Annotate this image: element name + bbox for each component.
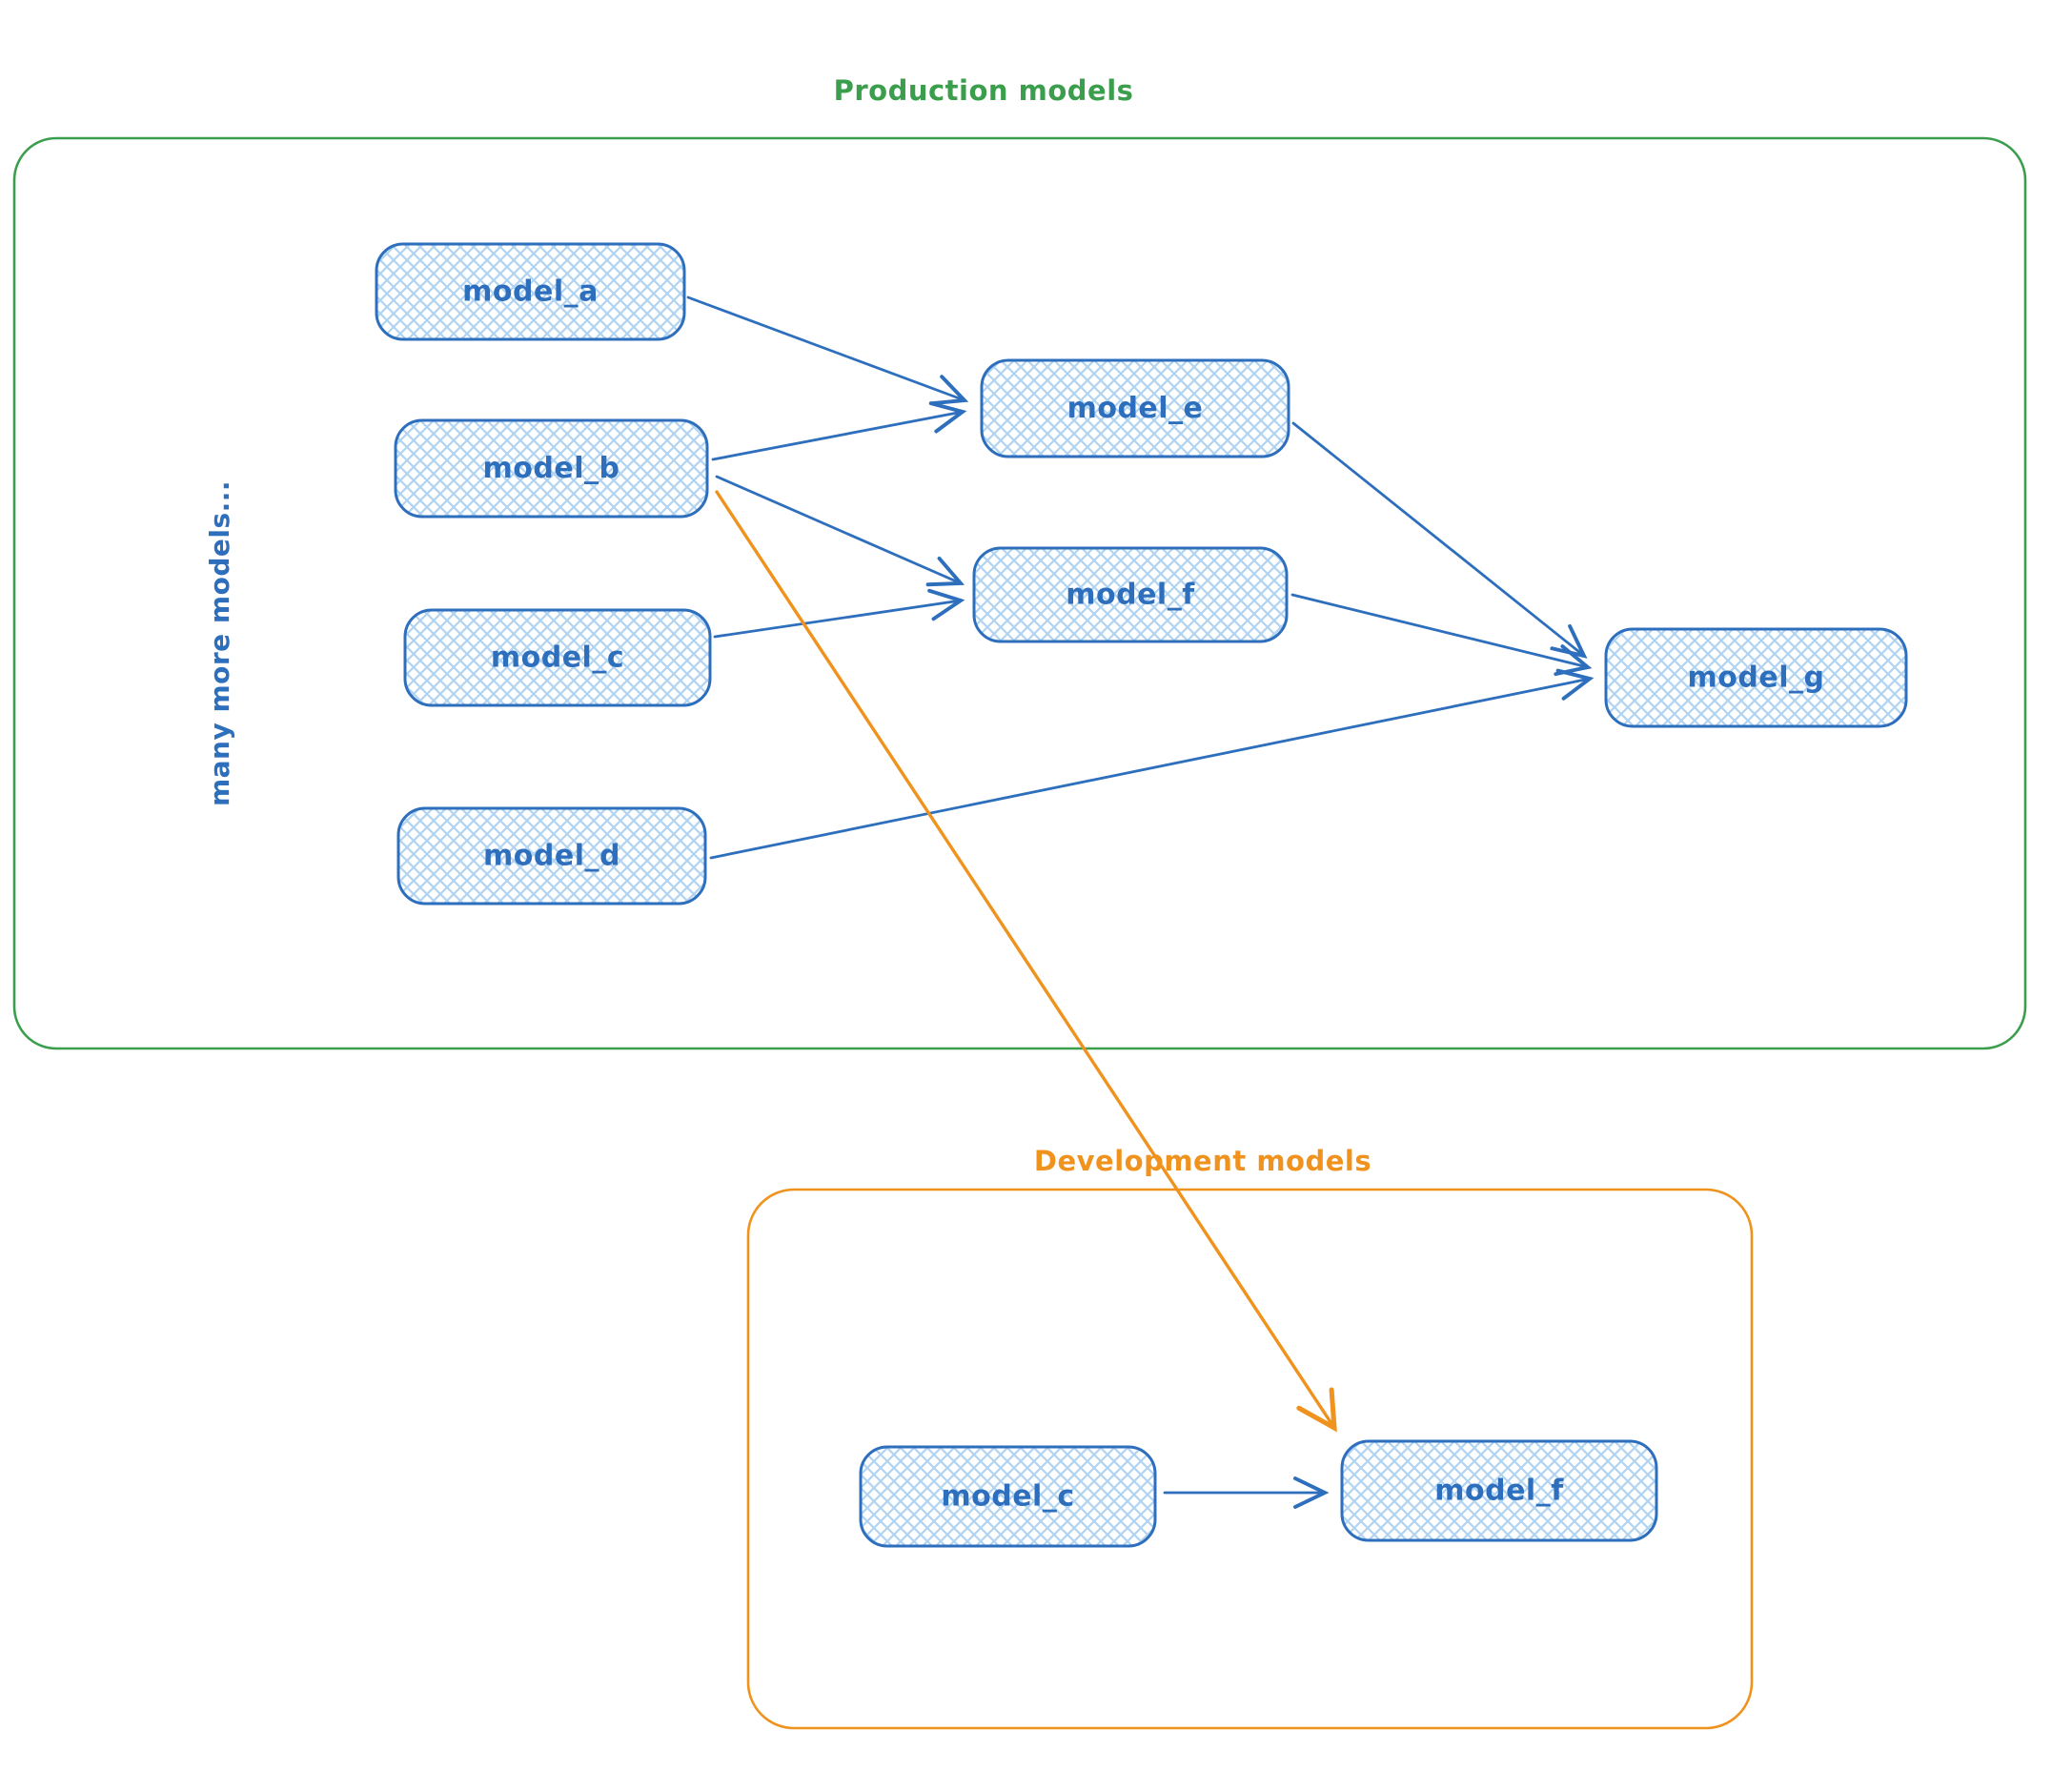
node-label-prod_b: model_b [483, 452, 620, 485]
nodes-layer: model_a model_b model_c model_d model_emodel… [375, 242, 1908, 1548]
node-label-dev_c: model_c [941, 1480, 1074, 1514]
node-dev_c: model_c [859, 1445, 1157, 1548]
node-label-prod_e: model_e [1067, 392, 1204, 425]
containers-layer [12, 136, 2027, 1730]
node-box-prod_c [403, 608, 712, 707]
edge-b-to-f [715, 475, 965, 587]
production-container-box [12, 136, 2027, 1050]
node-box-prod_f [972, 546, 1289, 643]
many-more-models-note: many more models... [204, 480, 235, 806]
node-box-dev_f [1340, 1439, 1658, 1542]
node-label-prod_a: model_a [462, 275, 599, 309]
node-box-prod_d [396, 806, 707, 906]
node-label-prod_f: model_f [1066, 579, 1195, 612]
edge-f-to-g [1290, 593, 1593, 677]
node-label-dev_f: model_f [1434, 1475, 1564, 1508]
node-box-dev_c [859, 1445, 1157, 1548]
edge-d-to-g [709, 668, 1595, 860]
edge-b-to-devf [715, 490, 1337, 1433]
edge-a-to-e [686, 295, 969, 406]
edge-e-to-g [1291, 421, 1588, 659]
node-box-prod_b [394, 418, 709, 519]
edges-layer [686, 295, 1595, 1509]
node-box-prod_a [375, 242, 686, 341]
production-container-title: Production models [834, 74, 1134, 107]
node-prod_b: model_b [394, 418, 709, 519]
edge-c-to-f [713, 588, 965, 639]
node-dev_f: model_f [1340, 1439, 1658, 1542]
node-prod_a: model_a [375, 242, 686, 341]
node-label-prod_d: model_d [483, 840, 620, 873]
node-prod_c: model_c [403, 608, 712, 707]
node-prod_e: model_e [980, 358, 1290, 458]
node-prod_f: model_f [972, 546, 1289, 643]
node-prod_d: model_d [396, 806, 707, 906]
edge-b-to-e [711, 401, 967, 461]
development-container-title: Development models [1034, 1145, 1371, 1177]
node-prod_g: model_g [1604, 627, 1908, 728]
node-label-prod_g: model_g [1688, 662, 1825, 695]
development-container-box [746, 1188, 1754, 1730]
node-box-prod_g [1604, 627, 1908, 728]
node-box-prod_e [980, 358, 1290, 458]
node-label-prod_c: model_c [491, 641, 624, 675]
